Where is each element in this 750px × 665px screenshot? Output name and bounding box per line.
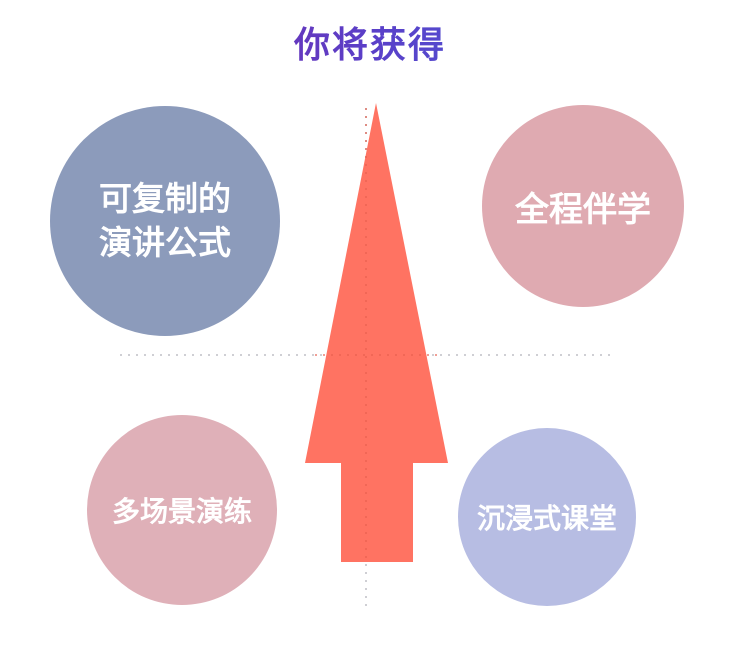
page-title: 你将获得 [0, 16, 740, 68]
benefit-label: 沉浸式课堂 [476, 502, 617, 535]
benefit-label: 全程伴学 [515, 189, 651, 230]
benefit-label-line1: 可复制的 [99, 179, 231, 218]
benefit-circle-practice: 多场景演练 [87, 415, 277, 605]
benefit-label: 多场景演练 [111, 495, 252, 528]
benefit-circle-formula: 可复制的 演讲公式 [50, 106, 280, 336]
benefit-label-line2: 演讲公式 [99, 223, 231, 262]
benefit-circle-immersive: 沉浸式课堂 [458, 428, 636, 606]
benefit-circle-companion: 全程伴学 [482, 105, 684, 307]
